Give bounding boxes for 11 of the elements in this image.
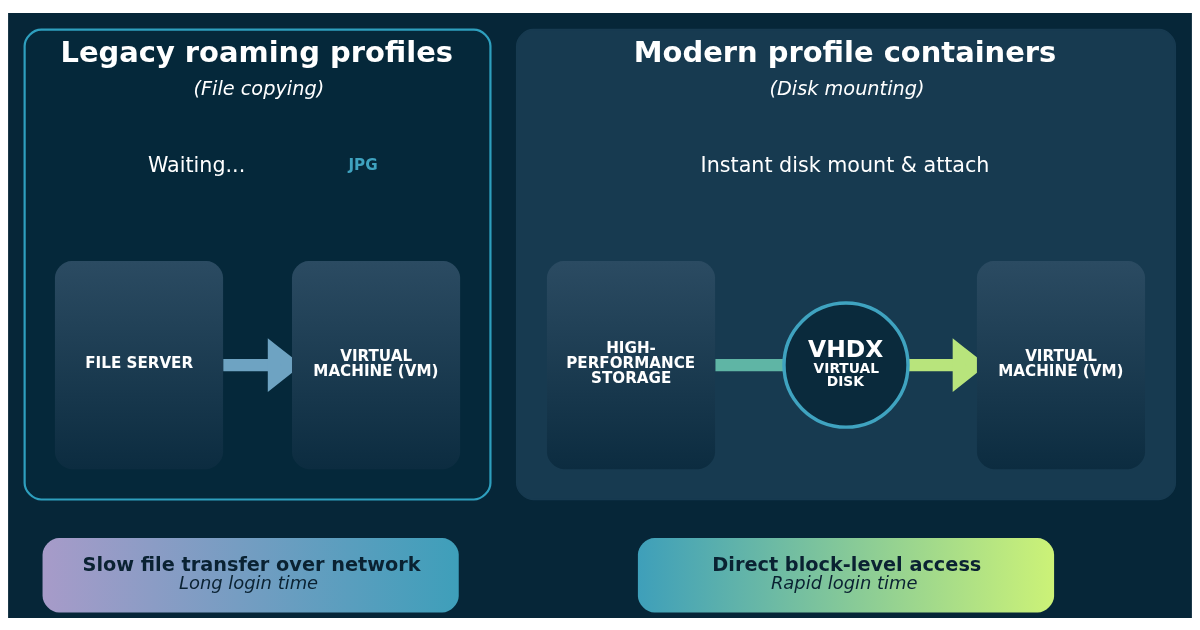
node-box: Slow file transfer over network Long login time xyxy=(42,537,459,612)
node-circle: VHDX VIRTUAL DISK xyxy=(782,300,910,429)
node-box: HIGH-PERFORMANCE STORAGE xyxy=(546,260,716,469)
label: Waiting... xyxy=(147,152,246,177)
connector xyxy=(715,358,784,371)
label: Instant disk mount & attach xyxy=(700,152,990,177)
node-box: FILE SERVER xyxy=(54,260,224,469)
node-box: VIRTUAL MACHINE (VM) xyxy=(976,260,1146,469)
node-box: VIRTUAL MACHINE (VM) xyxy=(292,260,461,469)
label: JPG xyxy=(348,155,378,174)
node-box: Direct block-level access Rapid login time xyxy=(637,537,1055,612)
